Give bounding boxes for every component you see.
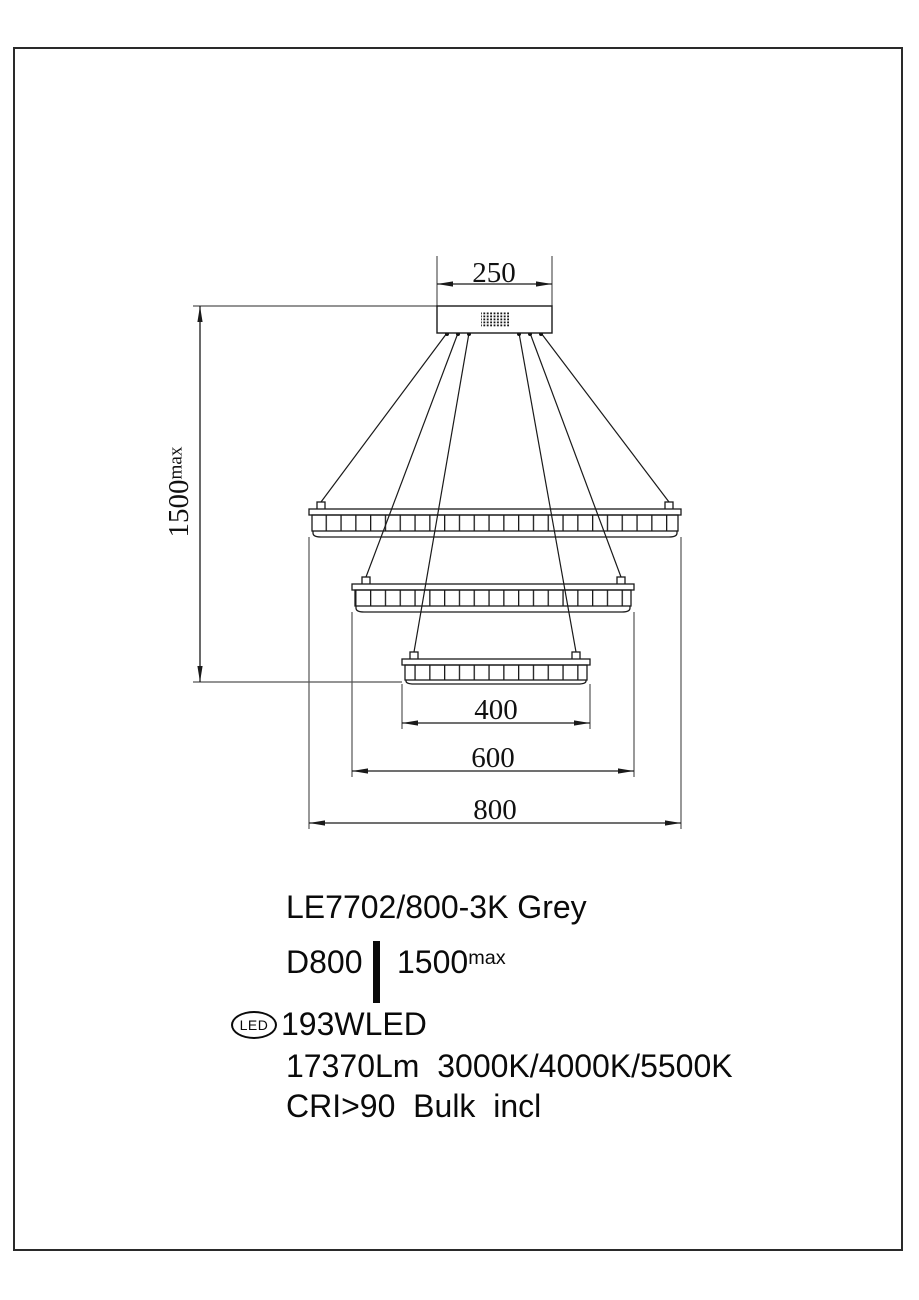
wire-right-inner [518,332,577,653]
led-badge-label: LED [239,1017,269,1033]
ceiling-canopy [436,305,553,334]
dim-label-400: 400 [474,694,518,726]
suspension-wires [320,332,670,653]
led-badge: LED [231,1011,277,1039]
spec-drop-value: 1500 [397,944,469,980]
dim-1500-value: 1500 [163,479,195,538]
ring-small [401,651,591,685]
dim-label-600: 600 [471,742,515,774]
dim-label-800: 800 [473,794,517,826]
spec-divider-bar [373,941,380,1003]
spec-model: LE7702/800-3K Grey [286,889,587,925]
wire-left-middle [365,332,459,578]
dimension-lines [199,283,681,824]
sheet-border [13,47,903,1251]
canopy-vent-grid [481,312,509,327]
ring-large [308,501,682,538]
wire-left-inner [413,332,470,653]
ring-middle [351,576,635,613]
spec-diameter: D800 [286,944,363,980]
spec-cri: CRI>90 Bulk incl [286,1088,542,1124]
spec-drop: 1500max [397,946,506,978]
dim-1500-suffix: max [165,446,187,480]
extension-lines [193,256,682,829]
dimension-arrowheads [197,281,681,826]
dim-label-1500max: 1500max [163,422,197,562]
spec-drop-suffix: max [468,947,506,970]
wire-left-outer [320,332,448,503]
spec-lumens-cct: 17370Lm 3000K/4000K/5500K [286,1048,733,1084]
wire-right-middle [529,332,622,578]
spec-wattage: 193WLED [281,1006,427,1042]
dim-label-250: 250 [472,257,516,289]
wire-right-outer [540,332,670,503]
